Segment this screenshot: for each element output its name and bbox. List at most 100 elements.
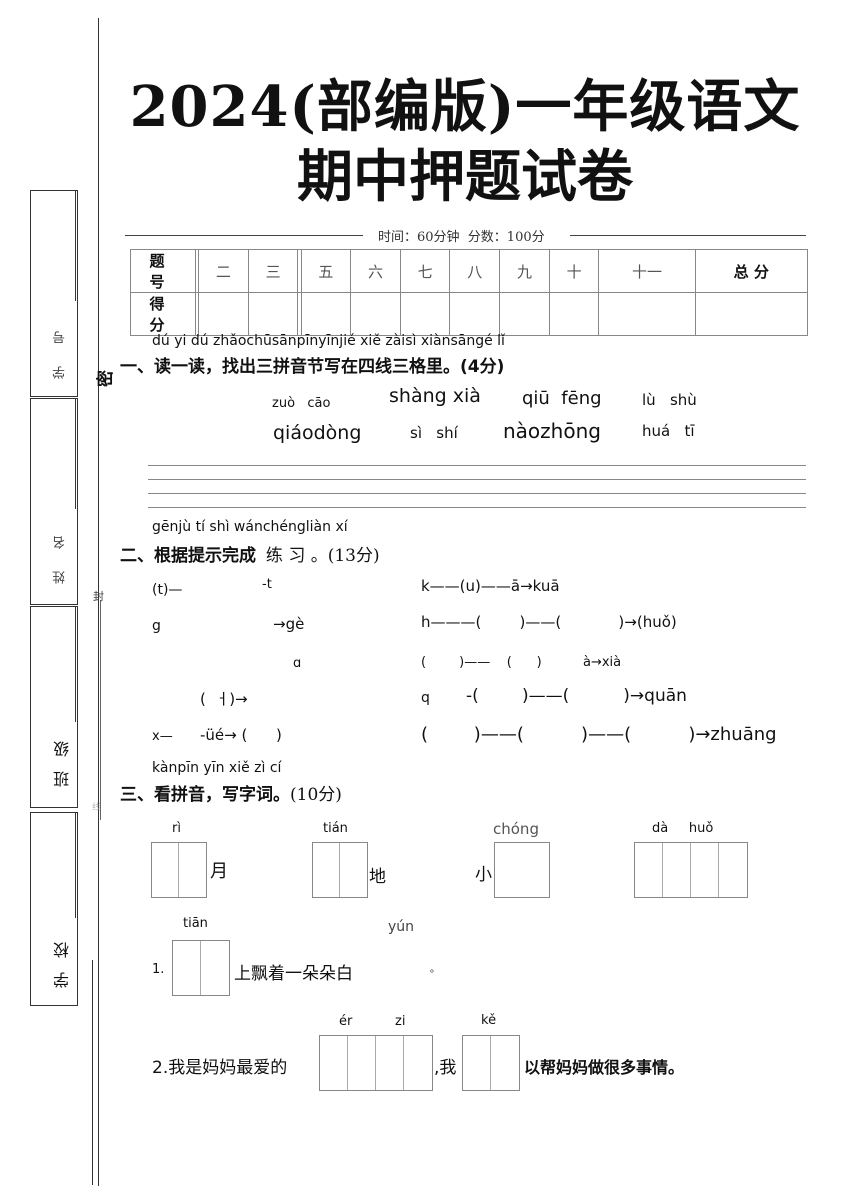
score-cell[interactable] bbox=[499, 292, 550, 336]
binding-label-xian: 线 bbox=[92, 803, 102, 813]
score-cell[interactable] bbox=[247, 292, 299, 336]
word-huati: huá tī bbox=[642, 422, 695, 440]
label-banji: 班级 bbox=[53, 727, 72, 787]
ex-left-2b: →gè bbox=[273, 615, 305, 633]
score-cell[interactable] bbox=[350, 292, 401, 336]
answer-box-chong[interactable] bbox=[494, 842, 550, 898]
pinyin-tian2: tiān bbox=[183, 916, 208, 931]
score-cell[interactable] bbox=[297, 292, 302, 336]
score-row-label-tihao: 题 号 bbox=[130, 249, 196, 293]
word-zuocao: zuò cāo bbox=[272, 396, 331, 411]
score-cell[interactable] bbox=[300, 292, 352, 336]
score-cell[interactable] bbox=[449, 292, 501, 336]
section3-pinyin: kànpīn yīn xiě zì cí bbox=[152, 760, 282, 776]
score-col-6: 六 bbox=[350, 249, 401, 293]
section2-title-main: 二、根据提示完成 bbox=[120, 546, 256, 566]
pinyin-ri: rì bbox=[172, 821, 181, 836]
sentence1-end: 。 bbox=[430, 964, 440, 975]
pinyin-tian: tián bbox=[323, 821, 348, 836]
label-xingming: 姓名 bbox=[53, 514, 68, 584]
section3-title-main: 三、看拼音，写字词。 bbox=[120, 785, 290, 805]
ex-right-3: ( )—— ( ) à→xià bbox=[421, 655, 622, 670]
word-lushu: lù shù bbox=[642, 391, 697, 409]
label-xuehao: 学号 bbox=[53, 309, 68, 379]
answer-box-tian2[interactable] bbox=[172, 940, 230, 996]
binding-line-mid bbox=[100, 600, 101, 820]
field-xuexiao[interactable]: 学校 bbox=[30, 812, 78, 1006]
ex-left-5a: x— bbox=[152, 729, 173, 744]
sentence1-number: 1. bbox=[152, 962, 165, 977]
score-cell[interactable] bbox=[694, 292, 809, 336]
score-col-8: 八 bbox=[449, 249, 501, 293]
ex-right-1: k——(u)——ā→kuā bbox=[421, 577, 560, 595]
ex-left-2a: g bbox=[152, 618, 161, 634]
section1-pinyin: dú yi dú zhǎochūsānpīnyīnjié xiě zàisì x… bbox=[152, 333, 505, 349]
ex-right-5: ( )——( )——( )→zhuāng bbox=[421, 724, 777, 745]
char-xiao: 小 bbox=[475, 865, 492, 885]
answer-box-ke[interactable] bbox=[462, 1035, 520, 1091]
char-di: 地 bbox=[369, 867, 386, 887]
pinyin-chong: chóng bbox=[493, 820, 539, 838]
score-cell[interactable] bbox=[548, 292, 600, 336]
answer-box-ri[interactable] bbox=[151, 842, 207, 898]
field-xingming[interactable]: 姓名 bbox=[30, 398, 78, 605]
pinyin-yun: yún bbox=[388, 919, 415, 935]
page-title: 2024(部编版)一年级语文 bbox=[129, 74, 801, 140]
score-col-7: 七 bbox=[399, 249, 451, 293]
label-xuexiao: 学校 bbox=[53, 928, 72, 988]
word-qiaodong: qiáodòng bbox=[273, 422, 362, 444]
section2-title: 二、根据提示完成 练 习 。(13分) bbox=[120, 541, 380, 566]
ex-left-1a: (t)— bbox=[152, 582, 183, 598]
pinyin-er: ér bbox=[339, 1014, 353, 1029]
score-cell[interactable] bbox=[198, 292, 249, 336]
pinyin-dahuo: dà huǒ bbox=[652, 821, 714, 836]
field-xuehao[interactable]: 学号 bbox=[30, 190, 78, 397]
section1-title: 一、读一读，找出三拼音节写在四线三格里。(4分) bbox=[120, 357, 505, 377]
writing-line-2[interactable] bbox=[148, 479, 806, 480]
field-banji[interactable]: 班级 bbox=[30, 606, 78, 808]
binding-label-mi: 密 bbox=[96, 371, 113, 391]
score-cell[interactable] bbox=[399, 292, 451, 336]
binding-line-inner bbox=[92, 960, 93, 1185]
exam-info: 时间：60分钟 分数：100分 bbox=[378, 230, 545, 245]
section2-pinyin: gēnjù tí shì wánchéngliàn xí bbox=[152, 519, 348, 535]
writing-line-3[interactable] bbox=[148, 493, 806, 494]
score-cell[interactable] bbox=[598, 292, 696, 336]
word-sishi: sì shí bbox=[410, 424, 458, 442]
score-table: 题 号 二 三 五 六 七 八 九 十 十一 总 分 得 分 bbox=[130, 249, 809, 336]
ex-right-2: h———( )——( )→(huǒ) bbox=[421, 613, 677, 631]
ex-right-4b: -( )——( )→quān bbox=[466, 686, 687, 706]
writing-line-1[interactable] bbox=[148, 465, 806, 466]
ex-right-4a: q bbox=[421, 690, 430, 706]
ex-left-4: ( ㅓ)→ bbox=[200, 690, 248, 708]
score-col-2: 二 bbox=[198, 249, 249, 293]
answer-box-erzi[interactable] bbox=[319, 1035, 433, 1091]
binding-line-main bbox=[98, 18, 99, 1186]
ex-left-1b: -t bbox=[262, 577, 272, 592]
score-cell[interactable] bbox=[194, 292, 200, 336]
sentence2-part-a: 2.我是妈妈最爱的 bbox=[152, 1058, 288, 1078]
score-col-total: 总 分 bbox=[694, 249, 809, 293]
answer-box-tian[interactable] bbox=[312, 842, 368, 898]
score-col-10: 十 bbox=[548, 249, 600, 293]
section3-score: (10分) bbox=[290, 785, 342, 805]
ex-left-3: ɑ bbox=[293, 656, 302, 671]
sentence2-part-b: ,我 bbox=[434, 1058, 457, 1078]
writing-line-4[interactable] bbox=[148, 507, 806, 508]
sentence1-text: 上飘着一朵朵白 bbox=[234, 964, 353, 984]
pinyin-ke: kě bbox=[481, 1013, 497, 1028]
word-naozhong: nàozhōng bbox=[503, 419, 601, 443]
score-row-label-defen: 得 分 bbox=[130, 292, 196, 336]
char-yue: 月 bbox=[210, 861, 228, 882]
info-rule-right bbox=[570, 235, 806, 236]
answer-box-dahuo[interactable] bbox=[634, 842, 748, 898]
binding-label-feng: 封 bbox=[93, 590, 104, 603]
sentence2-part-c: 以帮妈妈做很多事情。 bbox=[524, 1058, 685, 1077]
pinyin-zi: zi bbox=[395, 1014, 406, 1029]
score-col-9: 九 bbox=[499, 249, 550, 293]
page-subtitle: 期中押题试卷 bbox=[297, 144, 633, 210]
score-table-score-row: 得 分 bbox=[130, 292, 809, 336]
word-shangxia: shàng xià bbox=[389, 385, 481, 407]
word-qiufeng: qiū fēng bbox=[522, 388, 602, 409]
score-table-header-row: 题 号 二 三 五 六 七 八 九 十 十一 总 分 bbox=[130, 249, 809, 293]
